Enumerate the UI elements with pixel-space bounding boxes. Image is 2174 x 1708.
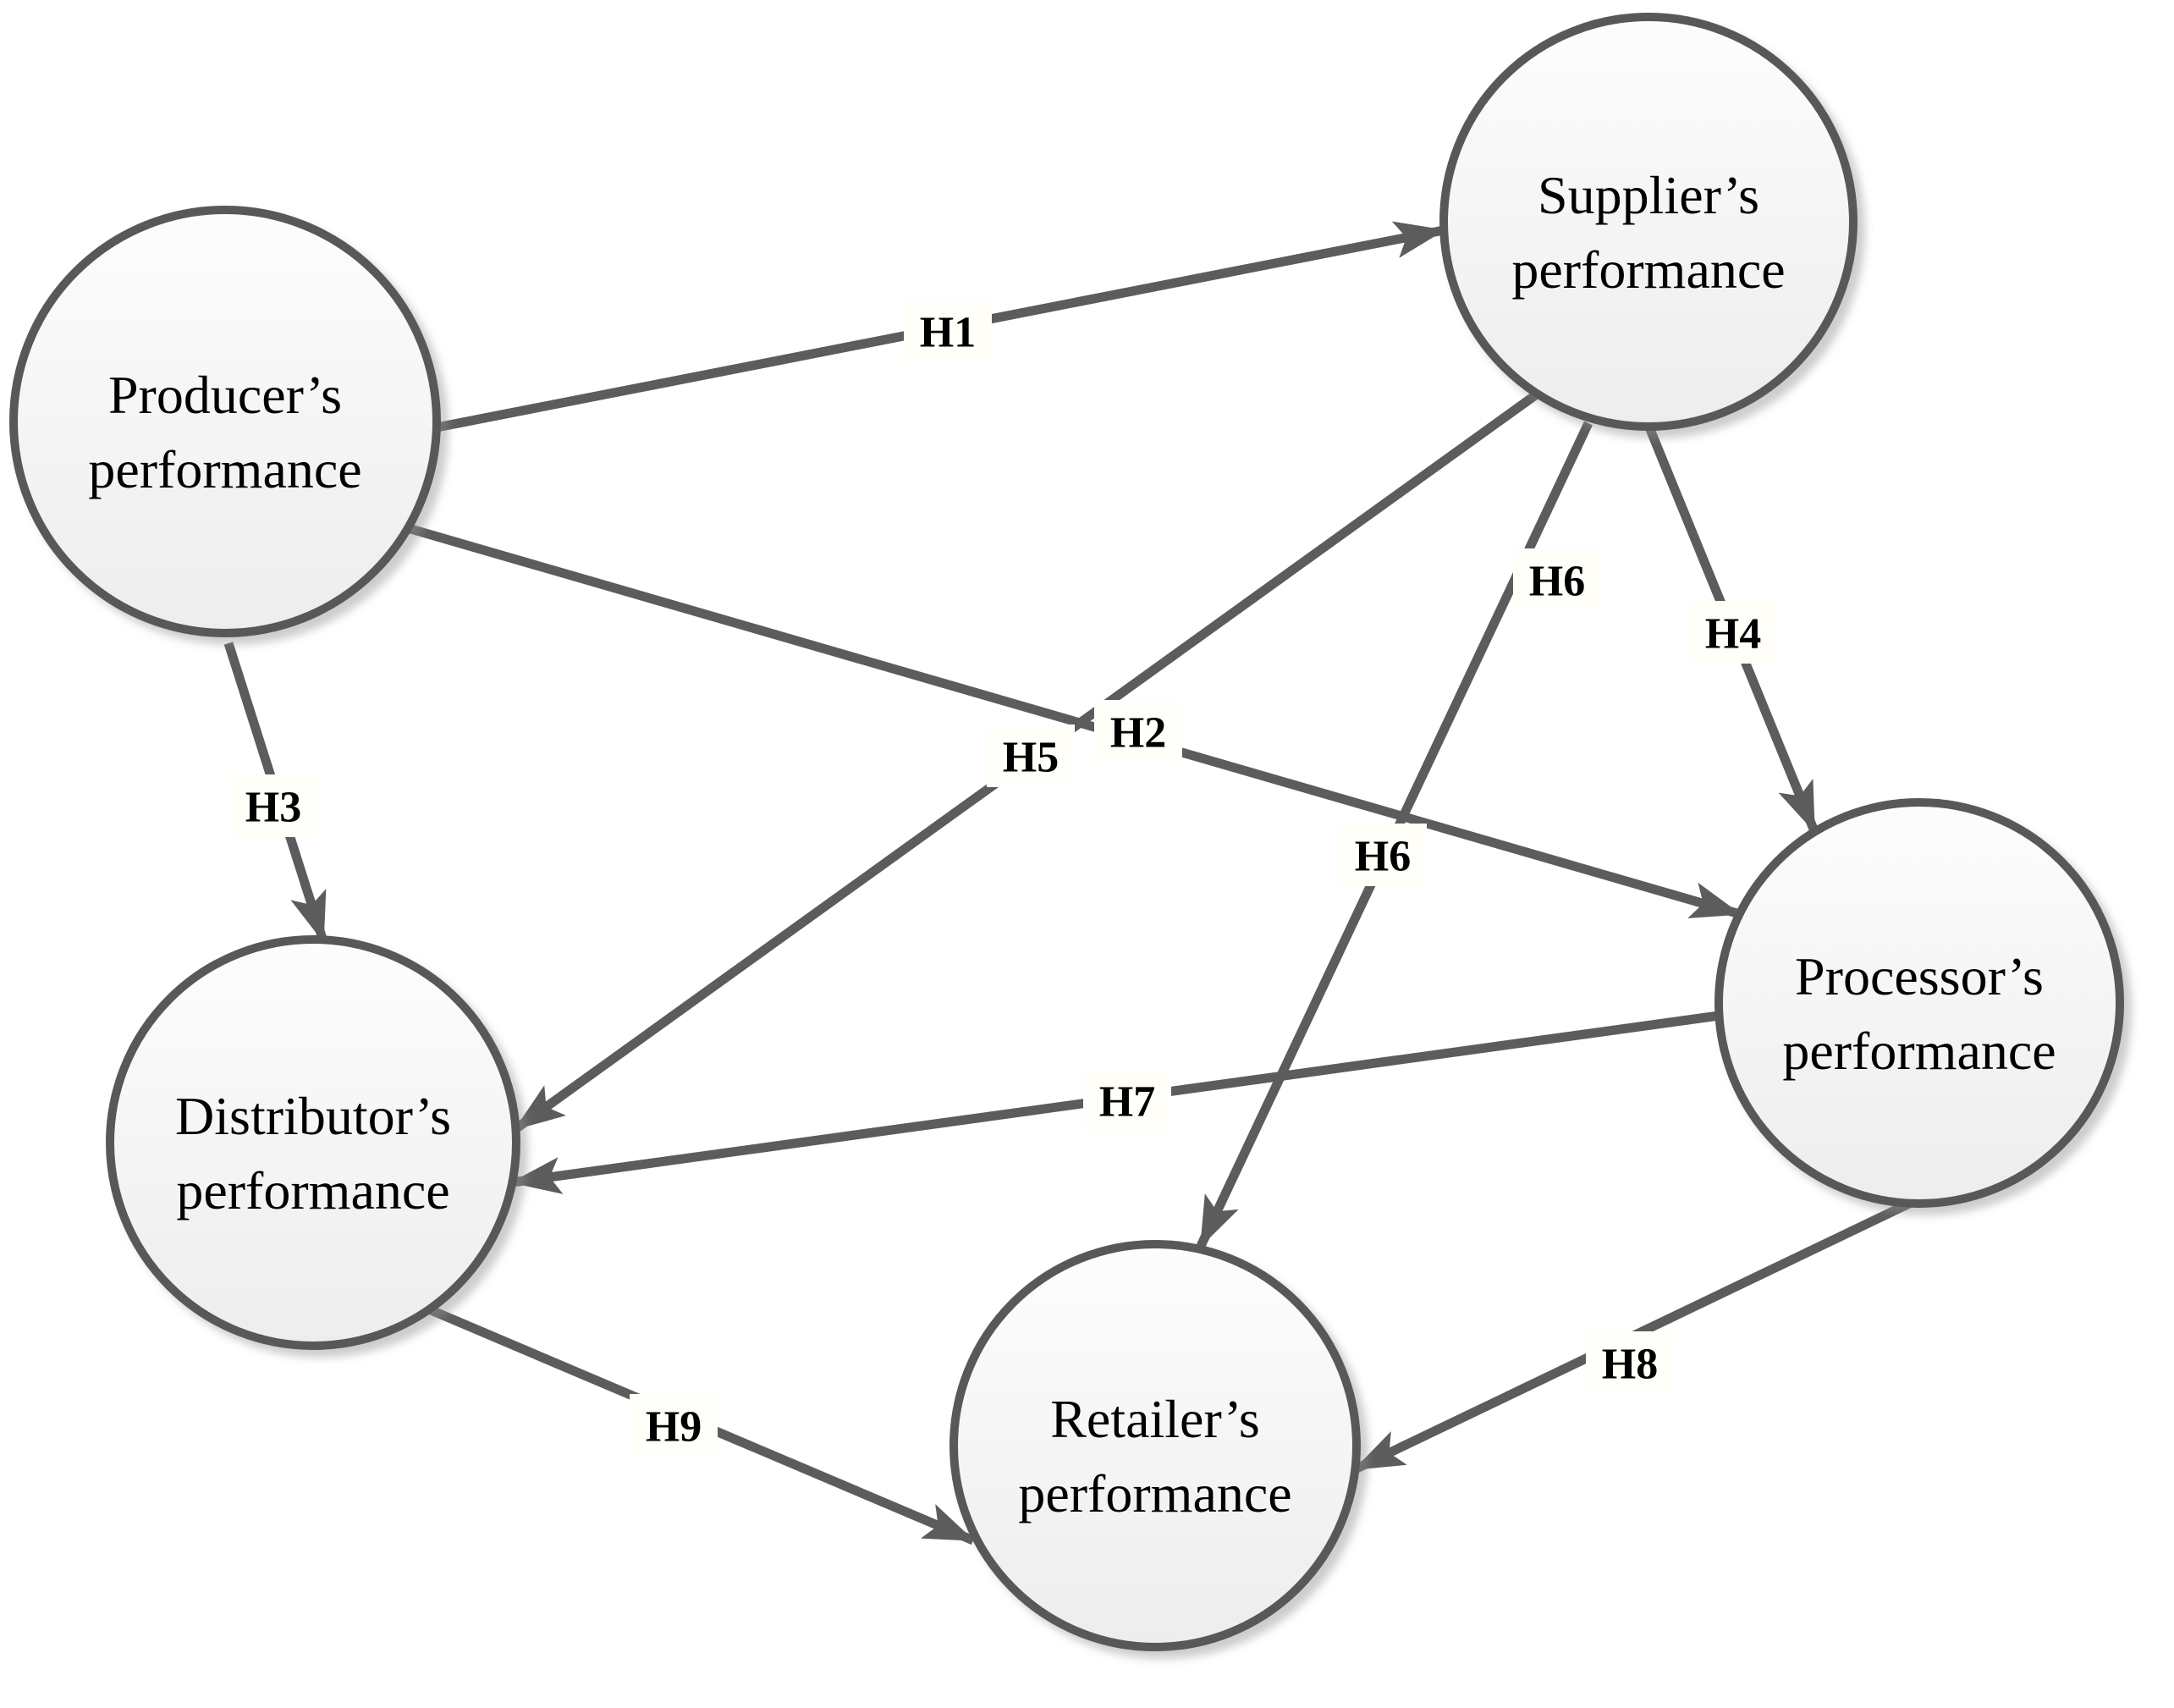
edge-label-bg [1513,548,1601,611]
processor-label-line2: performance [1782,1021,2056,1081]
node-retailer: Retailer’s performance [949,1240,1361,1651]
retailer-label-line2: performance [1018,1463,1291,1523]
processor-label-line1: Processor’s [1795,946,2044,1006]
edge-label-h4-3: H4 [1689,601,1777,664]
edge-label-bg [904,300,992,362]
edge-label-text: H9 [646,1403,702,1452]
distributor-label-line2: performance [176,1160,449,1220]
edge-label-text: H5 [1003,734,1059,782]
retailer-circle [949,1240,1361,1651]
edge-label-bg [229,774,317,837]
edge-label-text: H2 [1110,709,1166,758]
nodes-layer: Producer’s performance Supplier’s performan… [9,13,2124,1651]
supplier-label-line1: Supplier’s [1538,165,1759,225]
producer-label-line2: performance [88,439,361,499]
edge-label-h2-1: H2 [1094,700,1182,763]
edge-label-h7-7: H7 [1083,1069,1171,1132]
edge-label-bg [987,725,1075,787]
edge-label-bg [1339,824,1427,886]
node-processor: Processor’s performance [1714,798,2124,1208]
edge-label-text: H6 [1355,833,1411,881]
edge-label-text: H4 [1705,610,1761,658]
edge-label-text: H1 [920,309,976,357]
edge-label-h6-5: H6 [1513,548,1601,611]
retailer-label-line1: Retailer’s [1050,1389,1260,1449]
edge-label-text: H8 [1602,1341,1658,1389]
producer-label-line1: Producer’s [108,365,342,425]
edge-label-h9-9: H9 [630,1394,718,1457]
node-producer: Producer’s performance [9,206,441,637]
edge-label-h5-4: H5 [987,725,1075,787]
node-distributor: Distributor’s performance [106,935,520,1350]
processor-circle [1714,798,2124,1208]
edge-label-bg [1094,700,1182,763]
edge-label-text: H6 [1529,558,1585,606]
distributor-label-line1: Distributor’s [175,1086,451,1146]
supplier-label-line2: performance [1511,240,1785,300]
edge-label-h8-8: H8 [1586,1331,1674,1394]
distributor-circle [106,935,520,1350]
edge-H2-producer-to-processor [406,523,1742,919]
edge-label-h3-2: H3 [229,774,317,837]
edge-label-h6-6: H6 [1339,824,1427,886]
edge-label-bg [1689,601,1777,664]
edge-label-text: H3 [245,784,301,832]
node-supplier: Supplier’s performance [1439,13,1858,431]
edge-label-text: H7 [1099,1078,1155,1127]
producer-circle [9,206,441,637]
supplier-circle [1439,13,1858,431]
edge-label-bg [1083,1069,1171,1132]
edge-label-h1-0: H1 [904,300,992,362]
edge-label-bg [1586,1331,1674,1394]
edge-label-bg [630,1394,718,1457]
